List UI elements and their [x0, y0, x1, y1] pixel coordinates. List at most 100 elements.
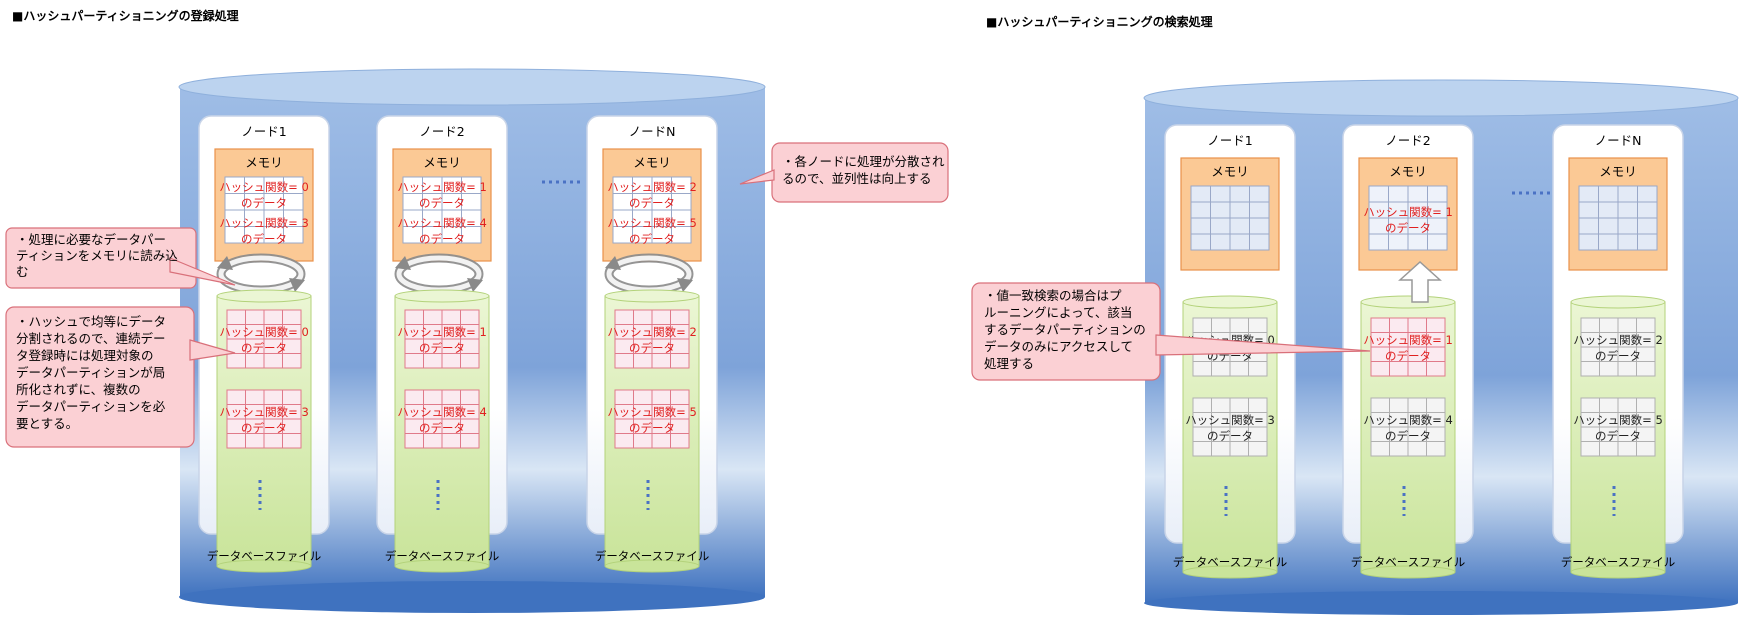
right-db-file-label: データベースファイル [1173, 555, 1287, 569]
left-callout-2-line-6: データパーティションを必 [16, 399, 166, 414]
right-callout-line-1: ・値一致検索の場合はプ [984, 288, 1122, 303]
right-callout-line-3: するデータパーティションの [984, 322, 1146, 337]
right-memory-label: メモリ [1211, 164, 1249, 179]
left-callout-1-line-3: む [16, 264, 29, 279]
left-db-partition-grid [226, 389, 302, 449]
left-memory-partition-grid [224, 176, 304, 244]
right-db-hash-text: のデータ [1595, 429, 1641, 443]
right-db-hash-text: のデータ [1595, 349, 1641, 363]
left-callout-1-line-2: ティションをメモリに読み込 [16, 248, 178, 263]
right-callout-line-2: ルーニングによって、該当 [984, 305, 1132, 320]
right-callout-line-4: データのみにアクセスして [984, 339, 1133, 354]
left-db-hash-text: ハッシュ関数= 0 [219, 325, 309, 339]
left-callout-2-line-2: 分割されるので、連続デー [16, 331, 166, 346]
left-callout-3-line-1: ・各ノードに処理が分散され [782, 154, 945, 169]
left-memory-label: メモリ [423, 155, 461, 170]
left-callout-2-line-5: 所化されずに、複数の [16, 382, 141, 397]
right-node-label: ノード2 [1385, 133, 1430, 148]
right-db-file-label: データベースファイル [1351, 555, 1465, 569]
left-db-hash-text: ハッシュ関数= 1 [397, 325, 487, 339]
right-memory-grid [1190, 185, 1270, 251]
left-memory-partition-grid [612, 176, 692, 244]
left-db-hash-text: ハッシュ関数= 4 [397, 405, 487, 419]
left-node-label: ノード2 [419, 124, 464, 139]
right-db-hash-text: ハッシュ関数= 2 [1573, 333, 1663, 347]
left-db-hash-text: のデータ [241, 421, 287, 435]
left-node-label: ノードN [629, 124, 676, 139]
left-callout-2-line-7: 要とする。 [16, 416, 78, 431]
left-memory-label: メモリ [245, 155, 283, 170]
right-db-hash-text: のデータ [1385, 429, 1431, 443]
left-db-partition-grid [404, 389, 480, 449]
right-db-hash-text: ハッシュ関数= 4 [1363, 413, 1453, 427]
right-db-hash-text: ハッシュ関数= 5 [1573, 413, 1663, 427]
left-callout-load-memory: ・処理に必要なデータパー ティションをメモリに読み込 む [5, 227, 236, 289]
left-memory-hash-text: ハッシュ関数= 4 [397, 216, 487, 230]
left-db-hash-text: のデータ [419, 341, 465, 355]
right-db-hash-text: のデータ [1385, 349, 1431, 363]
left-db-file-label: データベースファイル [207, 549, 321, 563]
right-db-partition-grid [1580, 317, 1656, 377]
right-db-partition-grid [1192, 397, 1268, 457]
left-memory-hash-text: のデータ [419, 196, 465, 210]
right-node2-load-arrow [1398, 260, 1442, 303]
left-callout-1-line-1: ・処理に必要なデータパー [16, 232, 166, 247]
left-db-hash-text: のデータ [629, 421, 675, 435]
left-memory-hash-text: のデータ [241, 232, 287, 246]
right-node-1-memory: メモリ [1180, 157, 1280, 271]
left-callout-2-line-4: データパーティションが局 [16, 365, 165, 380]
left-memory-hash-text: のデータ [419, 232, 465, 246]
right-memory-grid [1368, 185, 1448, 251]
left-db-hash-text: ハッシュ関数= 5 [607, 405, 697, 419]
left-db-file-label: データベースファイル [595, 549, 709, 563]
left-memory-hash-text: ハッシュ関数= 1 [397, 180, 487, 194]
right-callout-pruning: ・値一致検索の場合はプ ルーニングによって、該当 するデータパーティションの デ… [971, 282, 1371, 381]
left-memory-partition-grid [402, 176, 482, 244]
left-memory-hash-text: のデータ [241, 196, 287, 210]
left-memory-hash-text: ハッシュ関数= 0 [219, 180, 309, 194]
right-diagram-title: ■ハッシュパーティショニングの検索処理 [986, 15, 1213, 29]
left-db-partition-grid [226, 309, 302, 369]
left-db-hash-text: ハッシュ関数= 3 [219, 405, 309, 419]
left-callout-hash-distribution: ・ハッシュで均等にデータ 分割されるので、連続デー タ登録時には処理対象の デー… [5, 306, 236, 448]
right-memory-label: メモリ [1389, 164, 1427, 179]
left-db-partition-grid [404, 309, 480, 369]
right-db-hash-text: のデータ [1207, 429, 1253, 443]
right-db-file-label: データベースファイル [1561, 555, 1675, 569]
right-db-hash-text: ハッシュ関数= 3 [1185, 413, 1275, 427]
right-db-partition-grid [1580, 397, 1656, 457]
right-callout-line-5: 処理する [984, 356, 1034, 371]
left-callout-2-line-1: ・ハッシュで均等にデータ [16, 314, 166, 329]
left-callout-3-line-2: るので、並列性は向上する [782, 171, 932, 186]
left-db-partition-grid [614, 389, 690, 449]
left-db-partition-grid [614, 309, 690, 369]
left-callout-parallelism: ・各ノードに処理が分散され るので、並列性は向上する [739, 142, 949, 203]
right-node-3-memory: メモリ [1568, 157, 1668, 271]
left-memory-label: メモリ [633, 155, 671, 170]
left-db-hash-text: のデータ [419, 421, 465, 435]
left-callout-2-line-3: タ登録時には処理対象の [16, 348, 154, 363]
left-memory-hash-text: ハッシュ関数= 2 [607, 180, 697, 194]
right-db-partition-grid [1370, 317, 1446, 377]
left-db-file-label: データベースファイル [385, 549, 499, 563]
right-db-partition-grid [1370, 397, 1446, 457]
left-db-hash-text: のデータ [629, 341, 675, 355]
right-db-hash-text: ハッシュ関数= 1 [1363, 333, 1453, 347]
left-diagram-title: ■ハッシュパーティショニングの登録処理 [12, 9, 239, 23]
left-db-hash-text: ハッシュ関数= 2 [607, 325, 697, 339]
right-memory-hash-text: のデータ [1385, 221, 1431, 235]
left-memory-hash-text: のデータ [629, 232, 675, 246]
right-memory-label: メモリ [1599, 164, 1637, 179]
